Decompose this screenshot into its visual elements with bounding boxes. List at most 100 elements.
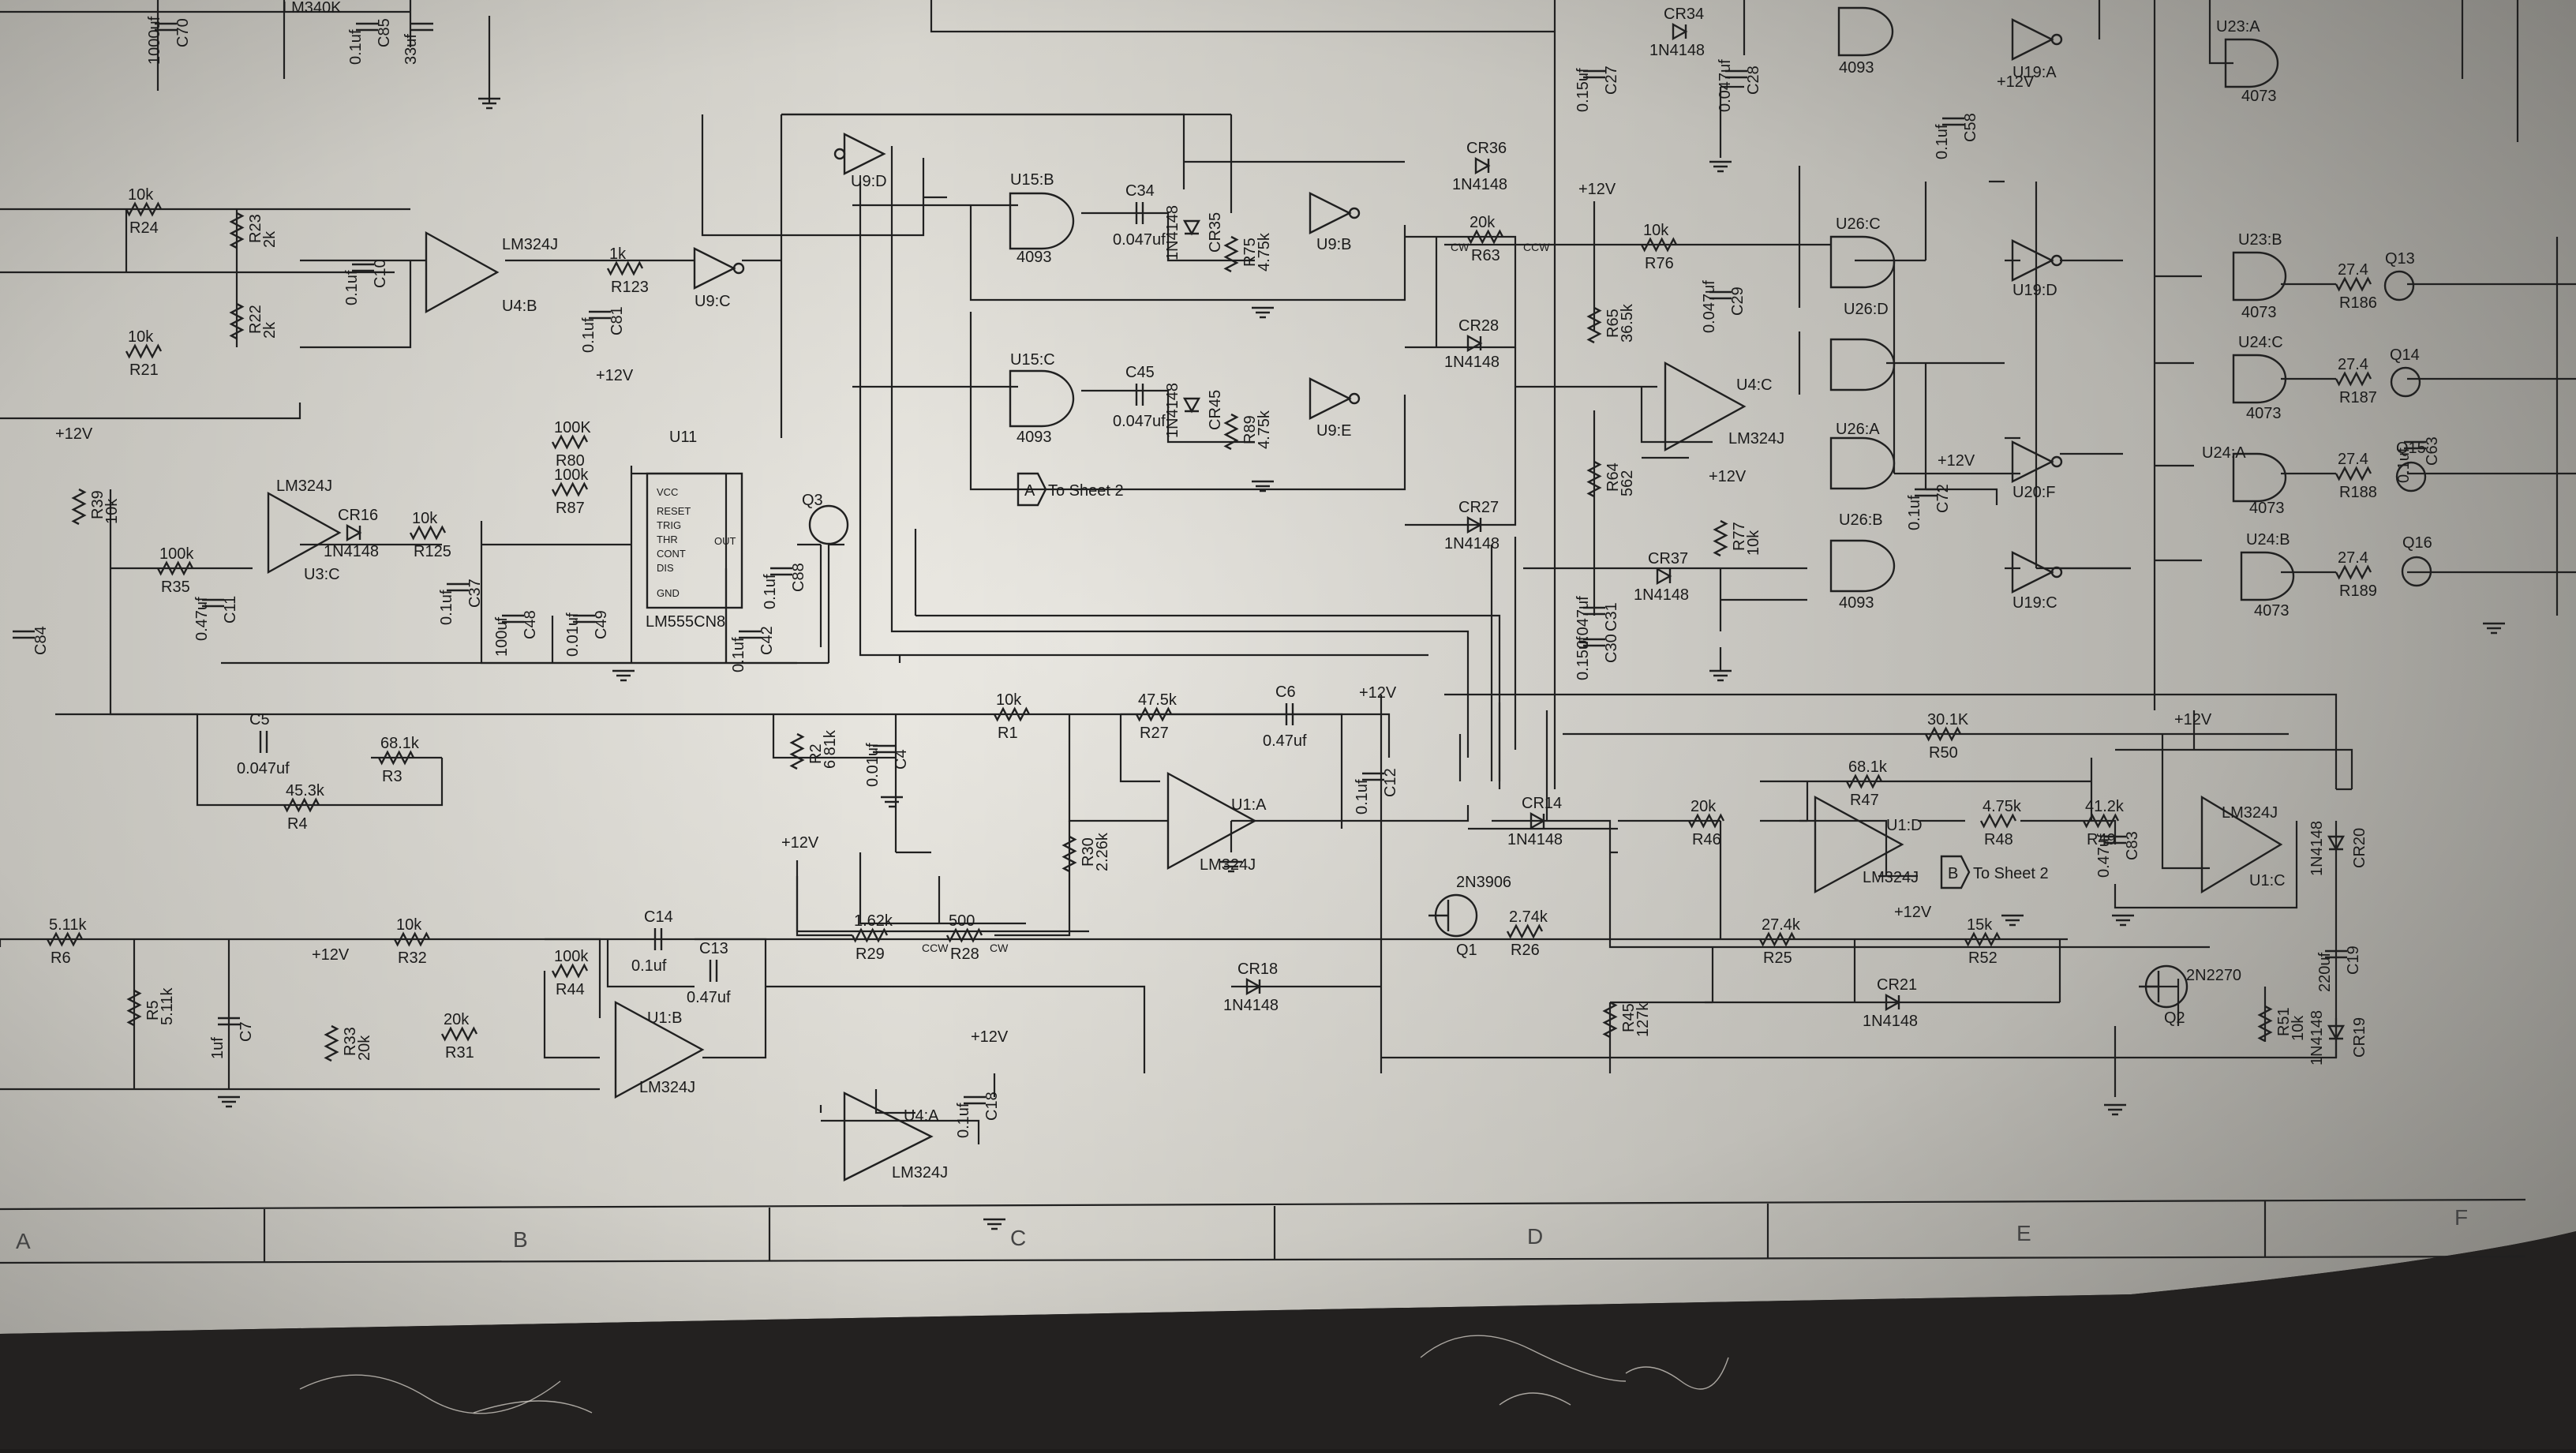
part-label: LM324J bbox=[276, 477, 332, 495]
value-label: 0.1uf bbox=[1906, 495, 1923, 530]
part-label: 4093 bbox=[1839, 59, 1874, 77]
ref-label: R80 bbox=[556, 452, 585, 470]
ref-label: C31 bbox=[1603, 602, 1620, 631]
part-label: 1N4148 bbox=[1863, 1013, 1918, 1030]
part-label: 4093 bbox=[1017, 249, 1052, 266]
ref-label: R75 bbox=[1241, 238, 1259, 267]
pot-cw-label: CW bbox=[990, 942, 1009, 954]
ref-label: R39 bbox=[89, 490, 107, 519]
opamp-u4b: LM324J U4:B bbox=[425, 230, 558, 315]
ref-label: CR28 bbox=[1458, 317, 1499, 335]
ref-label: R4 bbox=[287, 815, 308, 833]
ref-label: R3 bbox=[382, 768, 402, 785]
transistor-q1: 2N3906 Q1 bbox=[1428, 874, 1511, 959]
value-label: 27.4k bbox=[1762, 916, 1801, 934]
ref-label: R76 bbox=[1645, 255, 1674, 272]
supply-label: +12V bbox=[1894, 904, 1932, 921]
ref-label: C42 bbox=[758, 626, 776, 655]
carpet-background bbox=[0, 1231, 2576, 1449]
value-label: 0.47uf bbox=[2095, 833, 2113, 878]
ref-label: C30 bbox=[1603, 634, 1620, 663]
regulator-label: LM340K bbox=[283, 0, 342, 17]
ref-label: U1:C bbox=[2249, 872, 2286, 889]
ref-label: U15:C bbox=[1010, 351, 1055, 369]
ref-label: R47 bbox=[1850, 792, 1879, 809]
ground-symbol bbox=[1709, 160, 1732, 173]
opamp-u1c: LM324J U1:C bbox=[2200, 795, 2286, 894]
value-label: 20k bbox=[444, 1011, 470, 1028]
part-label: 4073 bbox=[2249, 500, 2285, 517]
supply-label: +12V bbox=[1359, 684, 1397, 702]
ref-label: R63 bbox=[1471, 247, 1500, 264]
value-label: 10k bbox=[996, 691, 1022, 709]
ref-label: R46 bbox=[1692, 831, 1721, 848]
ref-label: C85 bbox=[376, 18, 393, 47]
part-label: 1N4148 bbox=[2308, 821, 2326, 876]
part-label: 4073 bbox=[2246, 405, 2282, 422]
value-label: 27.4 bbox=[2338, 261, 2368, 279]
ref-label: U19:C bbox=[2012, 594, 2057, 612]
transistor-q16: Q16 bbox=[2401, 534, 2432, 587]
ref-label: U19:A bbox=[2012, 64, 2057, 81]
capacitor-c6: C60.47uf bbox=[1263, 683, 1307, 750]
value-label: 0.01uf bbox=[564, 612, 582, 657]
value-label: 41.2k bbox=[2085, 798, 2125, 815]
ref-label: C28 bbox=[1745, 66, 1762, 95]
value-label: 0.1uf bbox=[438, 590, 455, 625]
value-label: 1000uf bbox=[146, 16, 163, 65]
ref-label: R64 bbox=[1604, 462, 1622, 492]
value-label: 2k bbox=[261, 321, 279, 339]
supply-label: +12V bbox=[1997, 73, 2035, 91]
capacitor-c84: C84 bbox=[13, 626, 50, 655]
ref-label: Q1 bbox=[1456, 942, 1477, 959]
ref-label: U19:D bbox=[2012, 282, 2057, 299]
ref-label: Q14 bbox=[2390, 346, 2420, 364]
pin-label: VCC bbox=[657, 486, 678, 498]
value-label: 45.3k bbox=[286, 782, 325, 800]
ref-label: C72 bbox=[1934, 484, 1952, 513]
inverter-u19a: U19:A bbox=[2011, 18, 2063, 81]
ground-symbol bbox=[1709, 669, 1732, 682]
value-label: 127k bbox=[1634, 1002, 1652, 1037]
ground-symbol bbox=[1252, 306, 1274, 319]
ref-label: C27 bbox=[1603, 66, 1620, 95]
value-label: 100k bbox=[554, 948, 589, 965]
ref-label: R49 bbox=[2087, 831, 2116, 848]
ground-symbol bbox=[2104, 1103, 2126, 1116]
ref-label: U4:C bbox=[1736, 376, 1773, 394]
inverter-u19d: U19:D bbox=[2011, 239, 2063, 299]
ref-label: C19 bbox=[2345, 946, 2362, 975]
ref-label: R189 bbox=[2339, 582, 2377, 600]
ref-label: C7 bbox=[238, 1021, 255, 1042]
part-label: LM324J bbox=[502, 236, 558, 253]
ref-label: C81 bbox=[608, 306, 626, 335]
ref-label: U26:A bbox=[1836, 421, 1880, 438]
value-label: 27.4 bbox=[2338, 549, 2368, 567]
value-label: 20k bbox=[1470, 214, 1496, 231]
pin-label: THR bbox=[657, 534, 678, 545]
gate-u15c: U15:C 4093 bbox=[1009, 351, 1075, 446]
ref-label: C63 bbox=[2424, 436, 2441, 466]
